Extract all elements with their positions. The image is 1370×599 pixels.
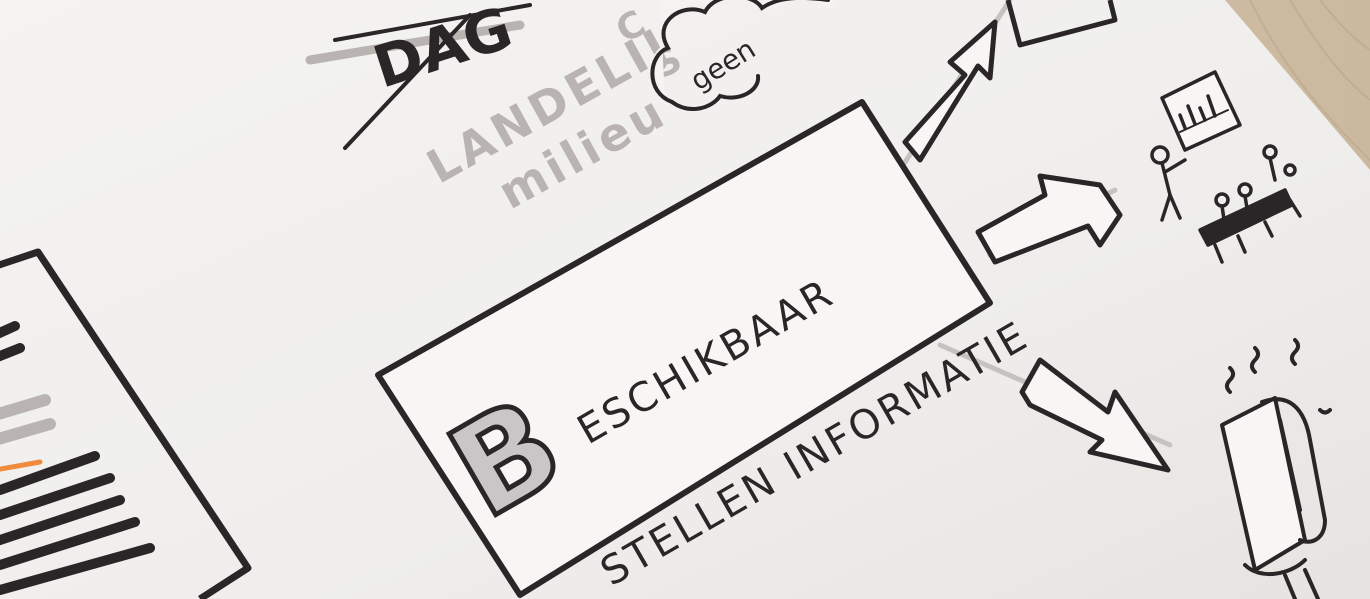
strike-line-diagonal — [343, 13, 472, 150]
arrow-right-icon — [975, 173, 1123, 265]
presentation-meeting-icon — [1150, 70, 1302, 264]
arrow-up-right-icon — [902, 19, 998, 163]
hot-machine-icon — [1220, 338, 1332, 599]
arrow-down-right-icon — [1019, 357, 1171, 473]
wood-grain — [1249, 0, 1370, 161]
main-box — [375, 99, 993, 598]
orange-marker-line — [0, 459, 43, 472]
left-notebook-sketch — [0, 248, 252, 599]
top-right-box — [1005, 0, 1118, 48]
strike-line-horizontal — [333, 3, 532, 42]
